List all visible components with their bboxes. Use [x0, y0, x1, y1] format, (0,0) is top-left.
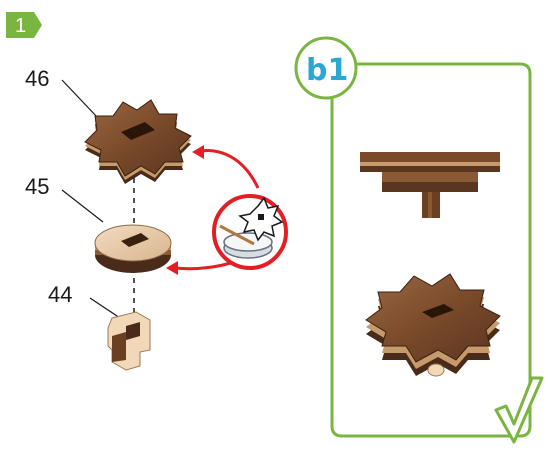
part-44-block [107, 311, 151, 371]
checkmark-icon [494, 376, 544, 444]
step-badge: 1 [6, 12, 42, 38]
square-hole [121, 233, 149, 247]
part-45-disk [94, 224, 172, 273]
step-number: 1 [15, 15, 26, 37]
side-view [360, 152, 500, 218]
leader-line-46 [61, 79, 99, 119]
leader-line-44 [89, 297, 121, 319]
part-label-44: 44 [48, 282, 72, 307]
square-hole [121, 122, 155, 140]
part-46-gear [84, 99, 192, 184]
part-label-46: 46 [25, 66, 49, 91]
detail-label: b1 [306, 53, 348, 88]
step-badge-shape [6, 12, 42, 38]
assembled-gear [365, 273, 501, 377]
detail-panel: b1 [294, 36, 532, 438]
glue-pot-icon [212, 194, 288, 270]
detail-badge [294, 36, 358, 100]
part-label-45: 45 [25, 174, 49, 199]
leader-line-45 [61, 189, 104, 223]
